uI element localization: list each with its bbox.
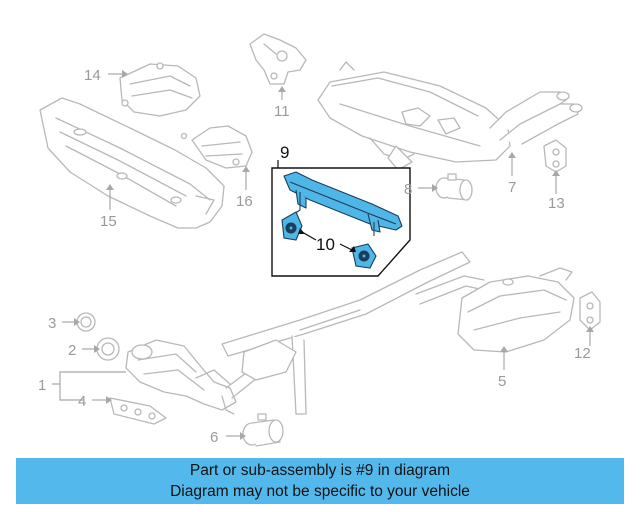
gasket-part-2 [96, 337, 120, 361]
heat-shield-part-15 [39, 97, 225, 229]
arrow-7 [508, 152, 516, 158]
crossmember-part-9[interactable] [283, 171, 403, 236]
leader-1 [52, 371, 126, 401]
arrow-2 [94, 345, 100, 353]
catalytic-converter-part-1 [125, 339, 297, 415]
arrow-12 [586, 326, 594, 332]
arrow-14 [122, 70, 128, 78]
arrow-6 [240, 432, 246, 440]
info-banner: Part or sub-assembly is #9 in diagram Di… [16, 458, 624, 504]
callout-2: 2 [68, 342, 76, 359]
arrow-15 [106, 184, 114, 190]
heat-shield-part-16 [180, 125, 253, 169]
arrow-4 [106, 396, 112, 404]
callout-1: 1 [38, 377, 46, 394]
callout-11: 11 [274, 103, 290, 120]
clamp-part-6 [242, 413, 284, 447]
callout-9: 9 [280, 143, 289, 162]
center-muffler-part-5 [457, 267, 575, 353]
arrow-16 [242, 166, 250, 172]
seal-part-3 [76, 312, 96, 332]
callout-16: 16 [236, 193, 253, 210]
arrow-10-right [349, 246, 356, 252]
arrow-13 [552, 170, 560, 176]
clamp-part-8 [435, 173, 473, 201]
rear-muffler-part-7 [317, 61, 583, 171]
gasket-part-4 [109, 397, 167, 425]
exhaust-system-diagram: 14 11 16 15 7 13 8 3 2 1 4 5 12 6 9 10 [38, 33, 601, 447]
arrow-10-left [298, 228, 305, 234]
callout-12: 12 [574, 345, 591, 362]
bracket-part-11 [249, 33, 307, 85]
banner-line-part-number: Part or sub-assembly is #9 in diagram [189, 462, 451, 479]
hanger-part-12 [579, 291, 601, 331]
arrow-8 [432, 184, 438, 192]
arrow-5 [500, 346, 508, 352]
callout-7: 7 [508, 179, 516, 196]
arrow-3 [74, 318, 80, 326]
callout-5: 5 [498, 373, 506, 390]
callout-4: 4 [78, 393, 86, 410]
banner-line-disclaimer: Diagram may not be specific to your vehi… [170, 483, 470, 500]
callout-8: 8 [404, 181, 412, 198]
callout-13: 13 [548, 195, 565, 212]
insulator-part-10-right[interactable] [351, 243, 377, 269]
callout-6: 6 [210, 429, 218, 446]
heat-shield-part-14 [119, 62, 201, 117]
callout-14: 14 [84, 67, 101, 84]
callout-15: 15 [100, 213, 117, 230]
hanger-part-13 [543, 139, 567, 173]
arrow-11 [278, 86, 286, 92]
callout-3: 3 [48, 315, 56, 332]
leader-10-right [339, 243, 353, 251]
callout-10: 10 [316, 235, 335, 254]
intermediate-pipe [221, 251, 485, 415]
